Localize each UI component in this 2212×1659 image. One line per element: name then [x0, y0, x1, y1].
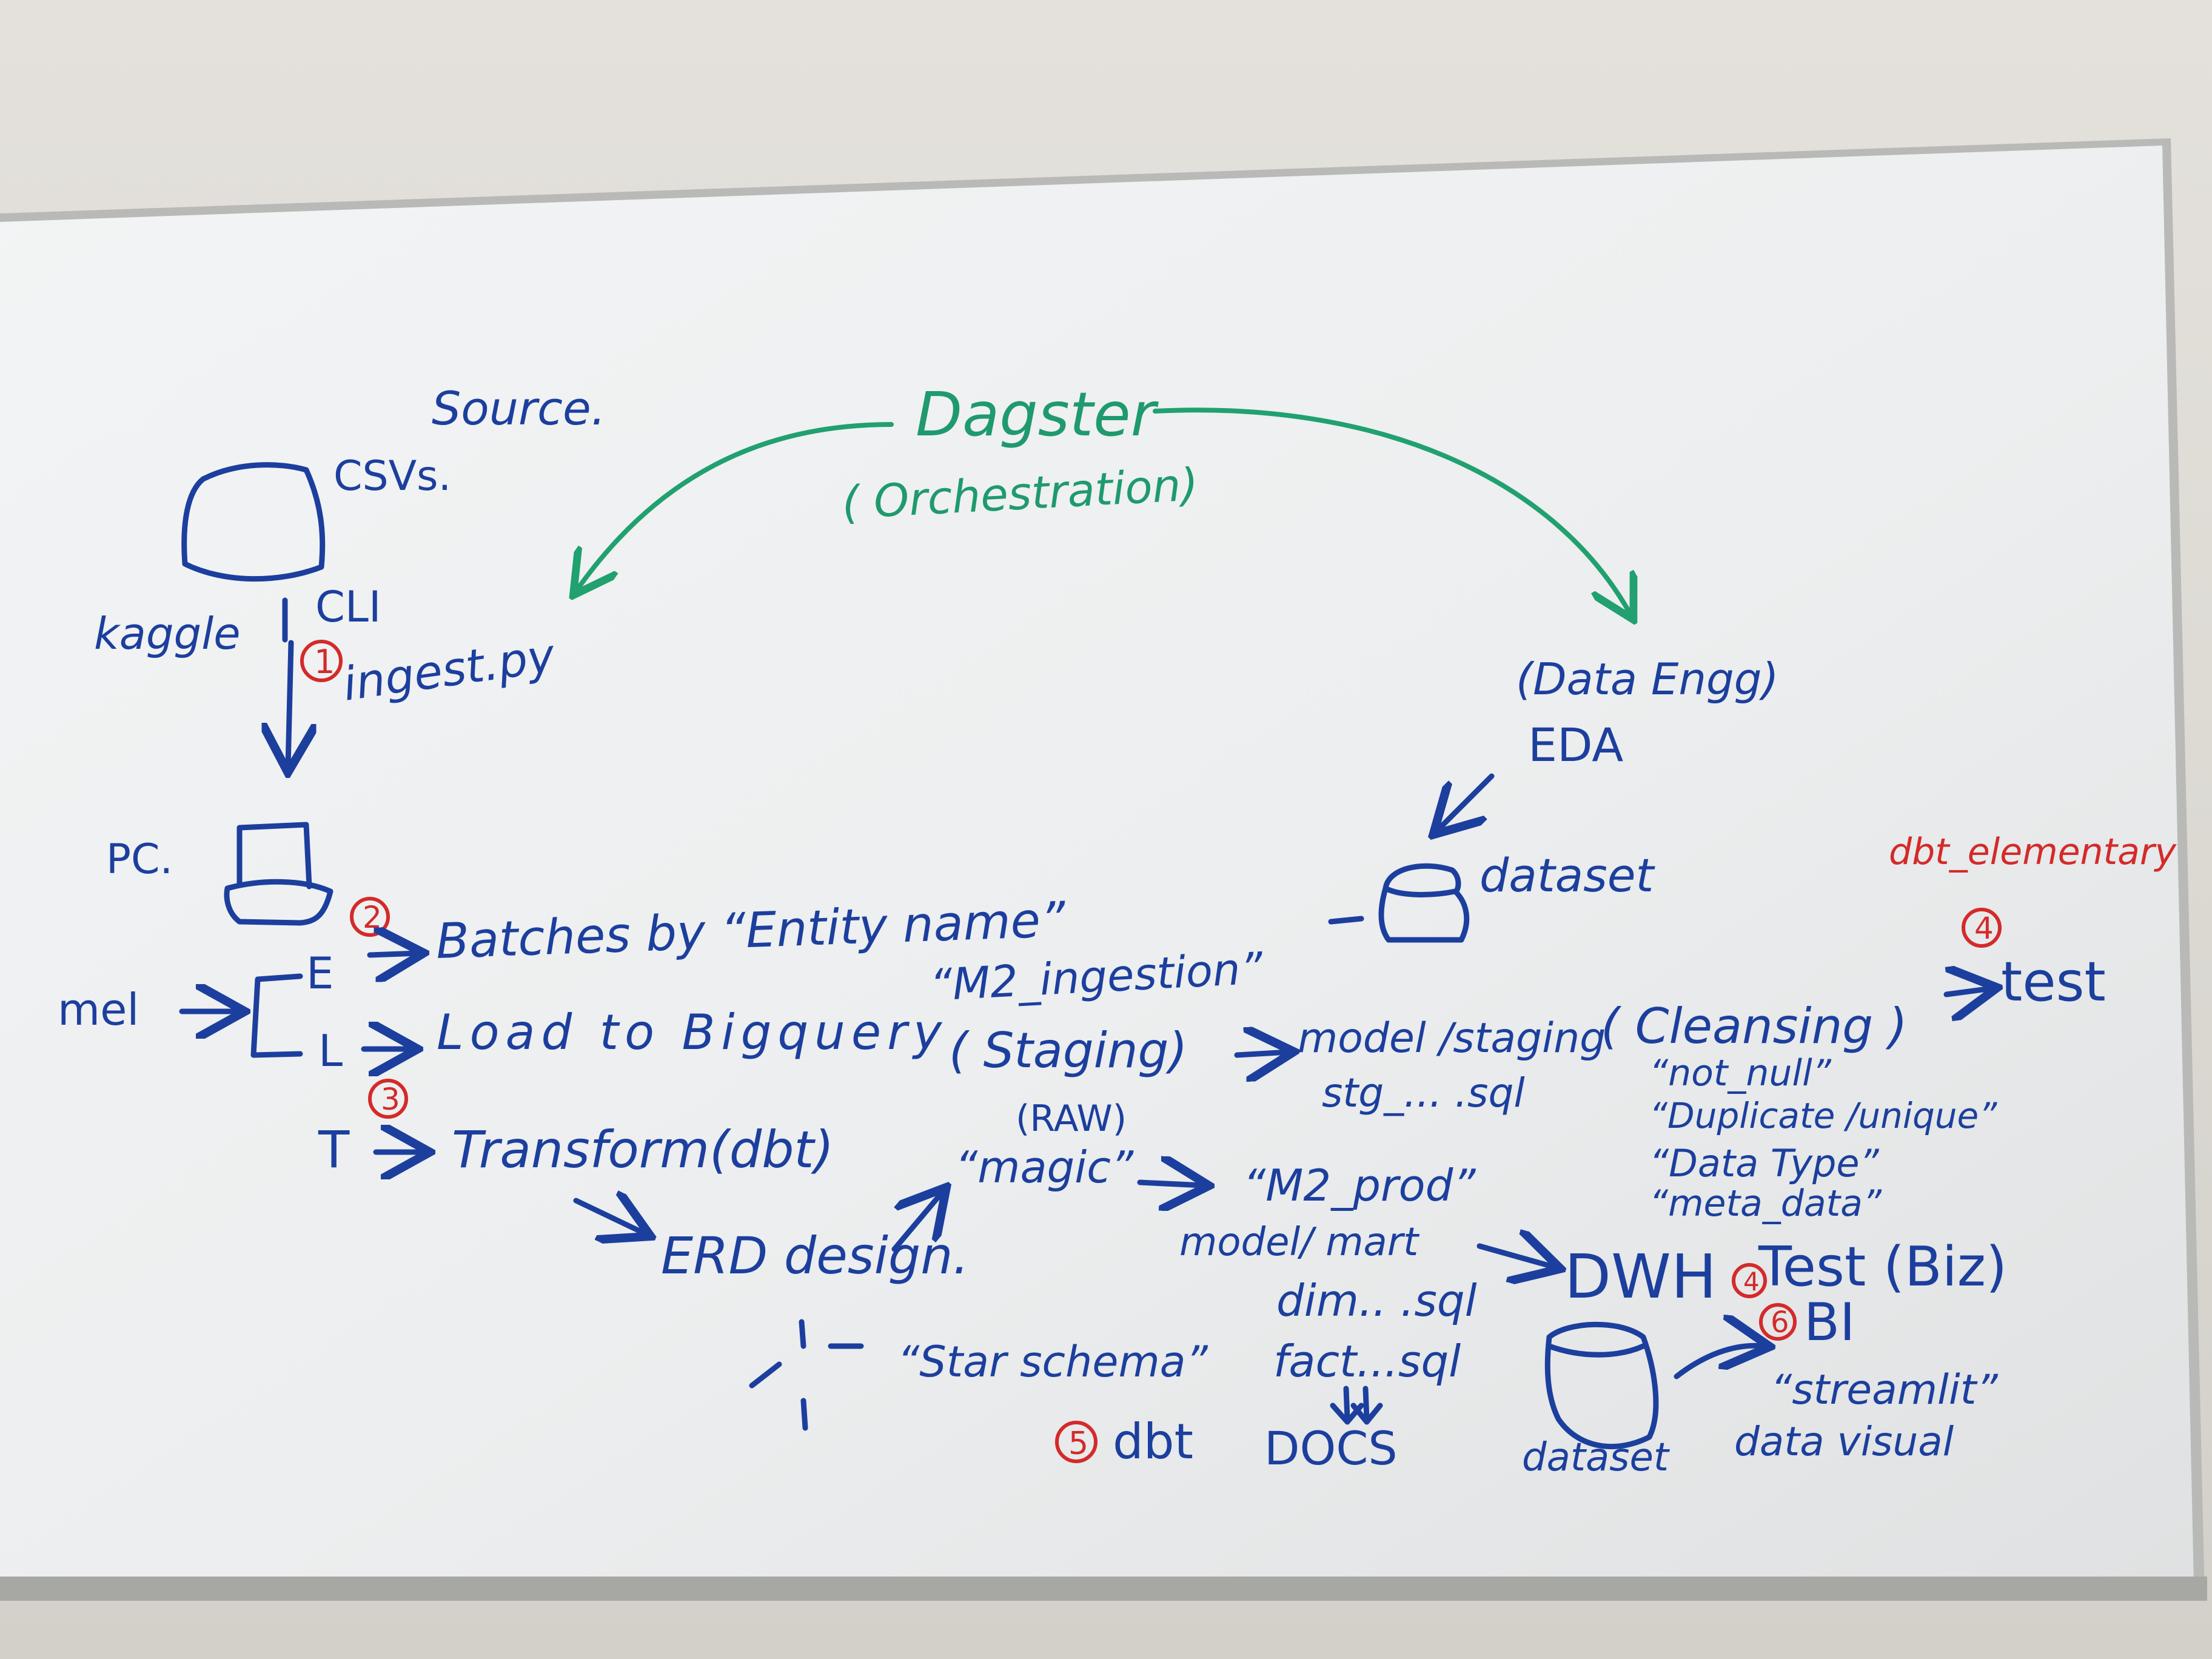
elt-bracket [250, 973, 303, 1058]
staging-label: ( Staging) [949, 1022, 1188, 1079]
docs-label: DOCS [1264, 1421, 1398, 1475]
dagster-title: Dagster [916, 379, 1159, 450]
source-label: Source. [432, 381, 606, 435]
step-1-badge [300, 640, 343, 682]
stg-sql-label: stg_... .sql [1322, 1070, 1525, 1116]
magic-arrow [1137, 1182, 1204, 1185]
eda-dataset-dash [1328, 916, 1364, 925]
star-schema-sketch [749, 1319, 864, 1431]
step-3-badge [368, 1079, 408, 1119]
test-arrow [1943, 988, 1992, 994]
streamlit-label: “streamlit” [1771, 1366, 1998, 1414]
cleansing-item-data-type: “Data Type” [1649, 1141, 1880, 1185]
magic-label: “magic” [955, 1142, 1134, 1193]
bi-label: BI [1804, 1292, 1855, 1353]
step-5-number: 5 [1068, 1426, 1088, 1462]
csvs-label: CSVs. [333, 452, 451, 500]
dbt-elementary-label: dbt_elementary [1889, 831, 2177, 873]
mel-label: mel [58, 984, 139, 1035]
erd-arrow [573, 1201, 646, 1234]
step-1-number: 1 [314, 643, 335, 681]
step-5-badge [1055, 1421, 1098, 1463]
orchestration-arrow-left [576, 422, 894, 591]
step-4b-badge [1732, 1263, 1767, 1298]
data-visual-label: data visual [1734, 1418, 1954, 1465]
load-letter: L [318, 1025, 343, 1076]
dwh-arrow [1476, 1246, 1555, 1267]
orchestration-arrow-right [1153, 407, 1631, 615]
data-engg-label: (Data Engg) [1516, 654, 1779, 705]
m2-prod-label: “M2_prod” [1243, 1160, 1476, 1211]
dwh-dataset-label: dataset [1522, 1435, 1671, 1480]
eda-dataset-icon [1378, 863, 1470, 943]
step-2-number: 2 [363, 900, 382, 935]
cleansing-item-not-null: “not_null” [1649, 1052, 1832, 1094]
source-database-icon [181, 462, 326, 582]
kaggle-label: kaggle [94, 608, 241, 659]
step-2-badge [350, 897, 390, 937]
step-6-number: 6 [1771, 1305, 1789, 1339]
dbt-docs-label: dbt [1113, 1413, 1193, 1470]
step-4-number: 4 [1974, 911, 1994, 946]
erd-to-magic-arrow [891, 1191, 943, 1252]
eda-arrow [1437, 773, 1495, 831]
model-mart-label: model/ mart [1179, 1220, 1420, 1265]
dwh-dataset-icon [1544, 1321, 1659, 1450]
dim-sql-label: dim.. .sql [1276, 1275, 1477, 1326]
board-tray [0, 1577, 2207, 1601]
eda-dataset-label: dataset [1480, 848, 1656, 902]
extract-letter: E [306, 948, 334, 999]
step-4b-number: 4 [1743, 1267, 1760, 1296]
pc-database-icon [224, 822, 333, 926]
load-text: Load to Bigquery [437, 1004, 948, 1061]
cleansing-item-meta-data: “meta_data” [1649, 1182, 1882, 1225]
pc-label: PC. [106, 836, 173, 883]
raw-label: (RAW) [1016, 1098, 1127, 1140]
dwh-label: DWH [1564, 1241, 1717, 1312]
model-staging-label: model /staging [1298, 1014, 1606, 1062]
dwh-test-biz-label: Test (Biz) [1758, 1235, 2007, 1299]
cleansing-label: ( Cleansing ) [1601, 998, 1908, 1054]
step-3-number: 3 [381, 1082, 400, 1117]
ingest-arrow [288, 640, 291, 767]
step-4-badge [1962, 908, 2002, 948]
eda-label: EDA [1528, 718, 1623, 772]
board-surface [0, 146, 2194, 1584]
star-schema-label: “Star schema” [897, 1337, 1208, 1387]
cli-label: CLI [315, 582, 381, 632]
transform-letter: T [318, 1120, 350, 1179]
fact-sql-label: fact...sql [1273, 1336, 1461, 1387]
bi-arrow [1674, 1346, 1765, 1379]
erd-design-label: ERD design. [661, 1226, 969, 1285]
docs-arrows [1330, 1386, 1383, 1425]
cleansing-item-duplicate: “Duplicate /unique” [1649, 1095, 1997, 1136]
test-label: test [2001, 950, 2106, 1014]
staging-arrow [1234, 1052, 1289, 1055]
extract-arrow [367, 953, 418, 955]
transform-text: Transform(dbt) [452, 1120, 834, 1179]
